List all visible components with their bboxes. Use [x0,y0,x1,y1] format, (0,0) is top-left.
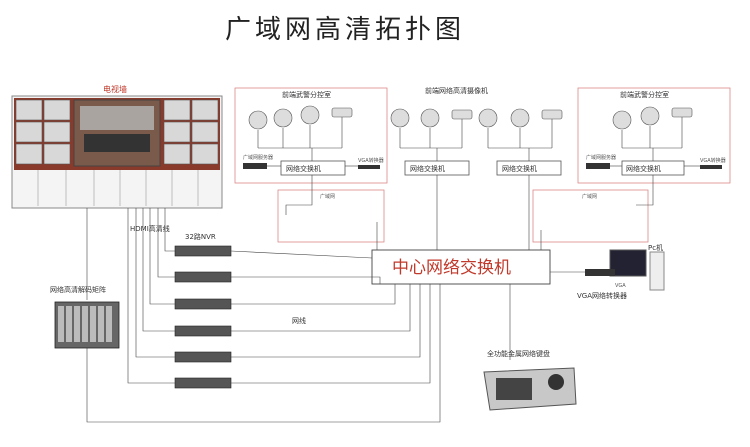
central-switch [371,249,551,285]
vga-small-label: VGA [615,283,626,289]
front-right-title: 前端武警分控室 [620,90,669,99]
video-wall-label: 电视墙 [103,84,127,94]
front-left-device [358,165,380,169]
front-left-server [243,163,267,169]
front-right-server-label: 广域网服务器 [586,154,616,161]
keyboard-label: 全功能金属网络键盘 [487,349,550,358]
decoder-ports [58,306,112,342]
wan-left-label: 广域网 [320,193,335,200]
front-left-switch [280,160,346,176]
front-center-switch-right-label: 网络交换机 [502,164,537,173]
front-left-server-label: 广域网服务器 [243,154,273,161]
central-switch-label: 中心网络交换机 [392,258,511,278]
camera-links [257,117,700,167]
wan-right-box [532,189,649,243]
front-right-cameras [612,106,693,130]
front-right-device [700,165,722,169]
vga-converter-label: VGA网络转换器 [577,291,627,300]
front-right-device-label: VGA转换器 [700,157,726,164]
diagram-title: 广域网高清拓扑图 [225,15,465,45]
front-right-box [577,87,731,184]
vga-converter [585,269,615,276]
nvr-stack [174,245,232,389]
front-left-box [234,87,388,184]
wan-right-label: 广域网 [582,193,597,200]
decoder-matrix-label: 网络高清解码矩阵 [50,285,106,294]
front-center-title: 前端网络高清摄像机 [425,86,488,95]
network-cable-label: 网线 [292,316,306,325]
wan-links [285,175,654,250]
front-left-device-label: VGA转换器 [358,157,384,164]
pc-tower [649,251,665,291]
front-center-switch-left-label: 网络交换机 [410,164,445,173]
wan-left-box [277,189,385,243]
front-left-cameras [248,105,353,130]
nvr-label: 32路NVR [185,232,216,241]
front-left-switch-label: 网络交换机 [286,164,321,173]
video-wall [11,95,223,209]
pc-label: Pc机 [648,243,663,252]
cable-links [86,208,585,423]
network-keyboard [483,367,577,411]
pc-monitor [609,249,647,277]
front-right-switch-label: 网络交换机 [626,164,661,173]
front-right-server [586,163,610,169]
front-left-title: 前端武警分控室 [282,90,331,99]
front-center-cameras [390,108,563,128]
